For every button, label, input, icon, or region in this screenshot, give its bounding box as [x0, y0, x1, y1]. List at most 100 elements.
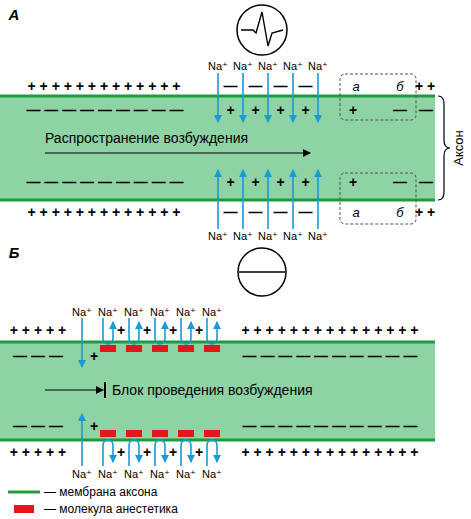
blocked-arrow [207, 318, 217, 344]
blocked-arrow [181, 440, 191, 466]
charge-row: — — — — — — — — — [26, 175, 183, 189]
charge-sign: + [349, 103, 357, 117]
ion-label: Na⁺ [208, 231, 228, 242]
charge-sign: + [117, 445, 125, 459]
ion-label: Na⁺ [72, 469, 92, 480]
blocked-arrow [129, 440, 139, 466]
charge-sign: + [143, 445, 151, 459]
charge-sign: + [349, 175, 357, 189]
legend-text: — молекула анестетика [44, 503, 178, 515]
charge-sign: — [393, 175, 407, 189]
charge-row: + + + + + [10, 445, 66, 459]
charge-row: + + + + + + + + + + + + + + + [241, 323, 418, 337]
charge-sign: + [117, 323, 125, 337]
ion-label: Na⁺ [258, 231, 278, 242]
charge-sign: + [169, 445, 177, 459]
ion-label: Na⁺ [233, 61, 253, 72]
charge-sign: + [276, 103, 284, 117]
charge-row: — — — — — — — — — — [242, 419, 417, 433]
ion-label: Na⁺ [208, 61, 228, 72]
charge-sign: — [224, 79, 238, 93]
axon-label: Аксон [452, 130, 465, 166]
charge-row: + + + + + + + + + + + + + [28, 205, 181, 219]
charge-sign: — [274, 79, 288, 93]
legend-text: — мембрана аксона [44, 486, 157, 498]
zone-letter: б [396, 80, 403, 93]
blocked-arrow [103, 318, 113, 344]
charge-sign: + [90, 349, 98, 363]
charge-sign: + [226, 175, 234, 189]
charge-row: — — — — — — — — — — [242, 349, 417, 363]
oscilloscope [237, 5, 287, 55]
charge-row: + + + + + + + + + + + + + [28, 79, 181, 93]
ion-label: Na⁺ [308, 61, 328, 72]
charge-row: + + + + + [10, 323, 66, 337]
oscilloscope [238, 248, 286, 296]
propagation-arrow [45, 153, 310, 154]
charge-sign: + [169, 323, 177, 337]
axon-body [0, 342, 435, 440]
zone-letter: а [352, 206, 359, 219]
charge-sign: — [419, 175, 433, 189]
ion-label: Na⁺ [124, 307, 144, 318]
ion-label: Na⁺ [72, 307, 92, 318]
blocked-arrow [155, 440, 165, 466]
charge-sign: — [299, 205, 313, 219]
ion-label: Na⁺ [124, 469, 144, 480]
charge-sign: + [251, 175, 259, 189]
charge-sign: + [90, 419, 98, 433]
ion-label: Na⁺ [176, 469, 196, 480]
charge-sign: — [249, 205, 263, 219]
ion-label: Na⁺ [283, 231, 303, 242]
charge-sign: — [419, 103, 433, 117]
ion-label: Na⁺ [233, 231, 253, 242]
panel-letter: Б [9, 245, 20, 260]
charge-sign: — [224, 205, 238, 219]
charge-sign: + [195, 445, 203, 459]
charge-sign: — [274, 205, 288, 219]
charge-row: + + + + + + + + + + + + + + + [241, 445, 418, 459]
axon-caption: Блок проведения возбуждения [112, 383, 313, 397]
axon-bracket [438, 96, 450, 200]
charge-row: — — — [13, 349, 63, 363]
charge-sign: + [251, 103, 259, 117]
blocked-arrow [129, 318, 139, 344]
charge-sign: + [301, 175, 309, 189]
charge-row: — — — [13, 419, 63, 433]
blocked-arrow [207, 440, 217, 466]
charge-row: — — — — — — — — — [26, 103, 183, 117]
charge-sign: + [195, 323, 203, 337]
zone-letter: б [396, 206, 403, 219]
charge-row: + + [415, 79, 435, 93]
dashed-zone [340, 173, 416, 224]
ion-label: Na⁺ [308, 231, 328, 242]
blocked-arrow [181, 318, 191, 344]
ion-label: Na⁺ [150, 469, 170, 480]
legend-line-sample [8, 491, 40, 494]
flat-trace [239, 271, 285, 272]
charge-sign: + [226, 103, 234, 117]
charge-sign: — [393, 103, 407, 117]
charge-row: + + [415, 205, 435, 219]
charge-sign: + [143, 323, 151, 337]
legend-swatch [14, 505, 34, 513]
ion-label: Na⁺ [150, 307, 170, 318]
blocked-arrow [155, 318, 165, 344]
ion-label: Na⁺ [202, 469, 222, 480]
sodium-influx-arrows [218, 73, 318, 229]
charge-sign: + [301, 103, 309, 117]
charge-sign: — [299, 79, 313, 93]
axon-membrane [0, 341, 435, 344]
ion-label: Na⁺ [98, 307, 118, 318]
ion-label: Na⁺ [258, 61, 278, 72]
ion-label: Na⁺ [283, 61, 303, 72]
dashed-zone [340, 74, 416, 120]
charge-sign: — [249, 79, 263, 93]
ion-label: Na⁺ [98, 469, 118, 480]
axon-caption: Распространение возбуждения [45, 131, 248, 145]
block-bar [104, 382, 106, 398]
blocked-arrow [103, 440, 113, 466]
block-arrow [45, 390, 103, 391]
zone-letter: а [352, 80, 359, 93]
